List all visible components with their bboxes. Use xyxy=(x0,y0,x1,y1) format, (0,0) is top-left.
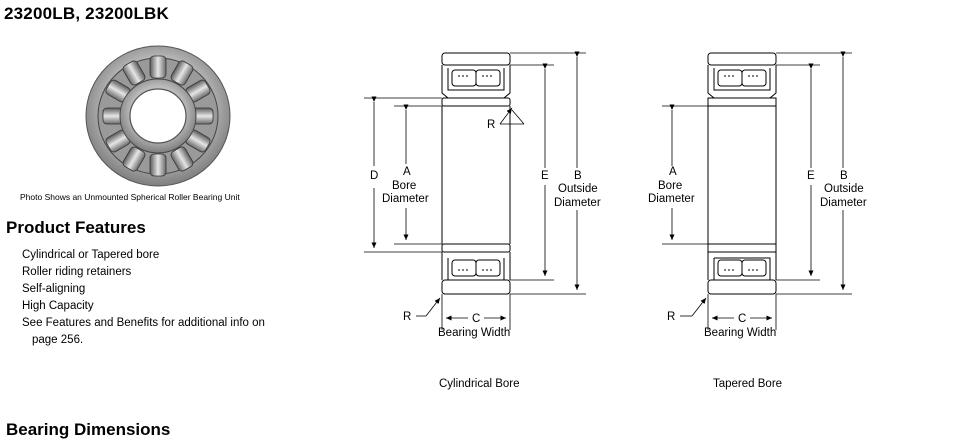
bearing-width-label: Bearing Width xyxy=(704,327,776,339)
r-top-label: R xyxy=(487,119,495,131)
bore-label-2: Diameter xyxy=(648,193,695,205)
dim-A-label: A xyxy=(403,166,411,178)
feature-item: page 256. xyxy=(32,334,84,346)
page-title: 23200LB, 23200LBK xyxy=(4,4,169,23)
feature-item: High Capacity xyxy=(22,300,94,312)
outside-label-2: Diameter xyxy=(820,197,867,209)
dim-E-label: E xyxy=(807,170,815,182)
dim-D-label: D xyxy=(370,170,378,182)
dimensions-heading: Bearing Dimensions xyxy=(6,420,171,439)
cylindrical-labels: D A Bore Diameter E B Outside Diameter R… xyxy=(370,119,601,390)
dim-E-label: E xyxy=(541,170,549,182)
photo-caption: Photo Shows an Unmounted Spherical Rolle… xyxy=(20,192,240,202)
dim-A-label: A xyxy=(669,166,677,178)
dim-B-label: B xyxy=(574,170,582,182)
outside-label-1: Outside xyxy=(558,183,598,195)
r-label: R xyxy=(667,311,675,323)
outside-label-1: Outside xyxy=(824,183,864,195)
dim-B-label: B xyxy=(840,170,848,182)
bore-label-2: Diameter xyxy=(382,193,429,205)
cylindrical-bore-caption: Cylindrical Bore xyxy=(439,378,520,390)
tapered-bore-caption: Tapered Bore xyxy=(713,378,782,390)
feature-item: Self-aligning xyxy=(22,283,86,295)
feature-item: Roller riding retainers xyxy=(22,266,132,278)
dim-C-label: C xyxy=(472,313,480,325)
feature-item: Cylindrical or Tapered bore xyxy=(22,249,160,261)
feature-item: See Features and Benefits for additional… xyxy=(22,317,265,329)
features-heading: Product Features xyxy=(6,218,146,237)
bore-label-1: Bore xyxy=(658,180,682,192)
dim-C-label: C xyxy=(738,313,746,325)
bore-label-1: Bore xyxy=(392,180,416,192)
cylindrical-bore-drawing xyxy=(364,51,586,330)
bearing-photo xyxy=(85,45,231,187)
bearing-width-label: Bearing Width xyxy=(438,327,510,339)
tapered-labels: A Bore Diameter E B Outside Diameter R C… xyxy=(648,166,867,390)
bearing-drawings: D A Bore Diameter E B Outside Diameter R… xyxy=(364,51,867,390)
outside-label-2: Diameter xyxy=(554,197,601,209)
r-bottom-label: R xyxy=(403,311,411,323)
features-list: Cylindrical or Tapered bore Roller ridin… xyxy=(22,247,265,349)
tapered-bore-drawing xyxy=(662,51,852,330)
